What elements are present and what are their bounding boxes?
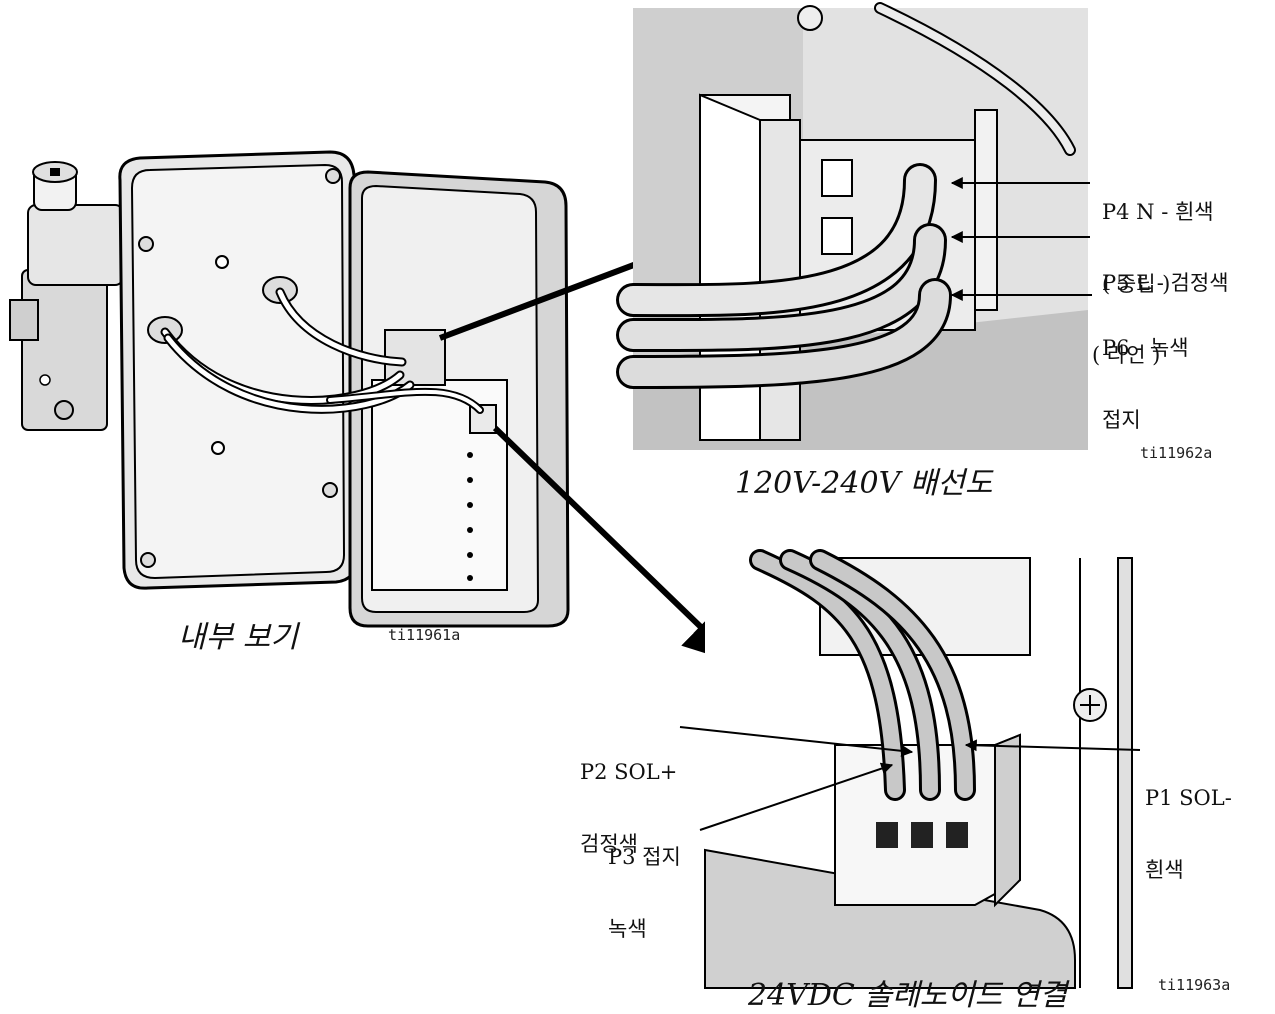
label-p2-line2: 검정색 xyxy=(580,832,638,856)
label-p4-line1: P4 N - 흰색 xyxy=(1102,200,1214,224)
label-p6: P6 - 녹색 접지 xyxy=(1102,288,1189,456)
label-p2-line1: P2 SOL+ xyxy=(580,760,678,784)
caption-interior-view: 내부 보기 xyxy=(178,620,298,655)
label-p3: P3 접지 녹색 xyxy=(608,797,681,965)
interior-view-drawing xyxy=(9,150,739,664)
enclosure-base xyxy=(118,150,358,590)
caption-solenoid-24vdc: 24VDC 솔레노이드 연결 xyxy=(748,978,1068,1013)
label-p5-line2: ( 라인 ) xyxy=(1092,343,1161,367)
label-p3-line2: 녹색 xyxy=(608,917,647,941)
label-p4-line2: ( 중립 ) xyxy=(1102,272,1171,296)
label-p4: P4 N - 흰색 ( 중립 ) xyxy=(1102,152,1214,320)
figure-id-solenoid: ti11963a xyxy=(1158,976,1231,994)
caption-wiring-120-240: 120V-240V 배선도 xyxy=(735,466,993,501)
wiring-detail-drawing xyxy=(616,2,1088,450)
figure-id-interior: ti11961a xyxy=(388,626,461,644)
label-p6-line1: P6 - 녹색 xyxy=(1102,336,1189,360)
label-p3-line1: P3 접지 xyxy=(608,845,681,869)
wiring-leaders xyxy=(950,177,1092,301)
label-p2: P2 SOL+ 검정색 xyxy=(580,712,677,880)
solenoid-detail-drawing xyxy=(704,549,1133,989)
label-p1-line1: P1 SOL- xyxy=(1145,786,1232,810)
solenoid-leaders xyxy=(679,726,1141,831)
label-p5: P5 L - 검정색 ( 라인 ) xyxy=(1092,223,1229,391)
label-p5-line1: P5 L - 검정색 xyxy=(1102,271,1229,295)
label-p6-line2: 접지 xyxy=(1102,408,1141,432)
cables xyxy=(160,287,484,414)
valve-body xyxy=(9,161,124,431)
figure-id-wiring: ti11962a xyxy=(1140,444,1213,462)
label-p1-line2: 흰색 xyxy=(1145,858,1184,882)
arrow-to-solenoid-detail xyxy=(492,425,739,664)
label-p1: P1 SOL- 흰색 xyxy=(1145,738,1232,906)
